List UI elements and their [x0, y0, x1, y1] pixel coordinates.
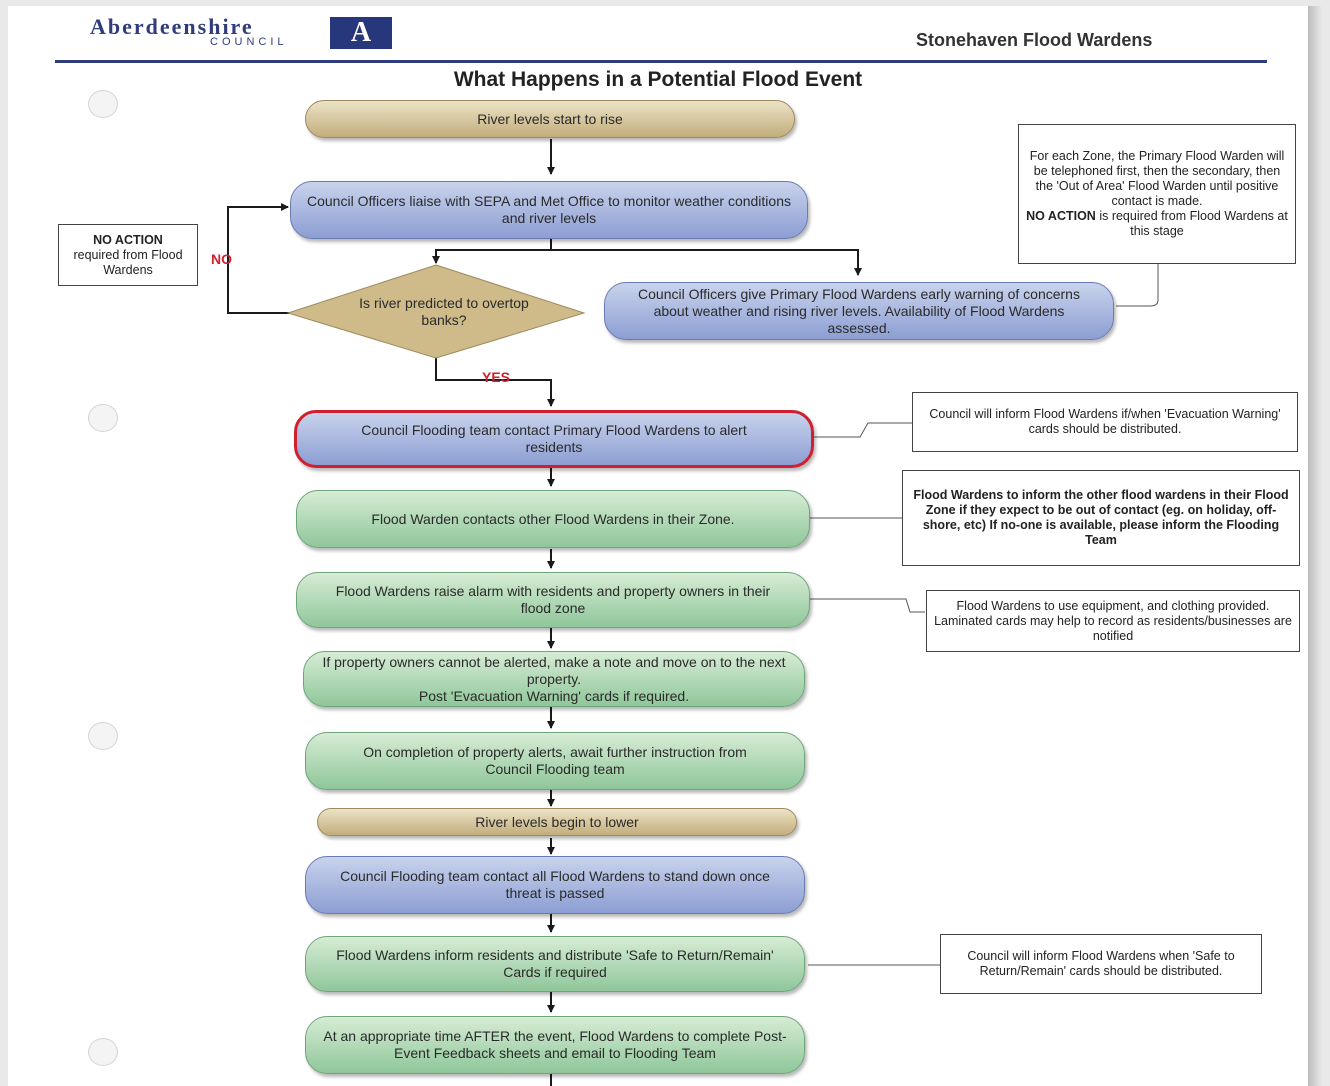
step-river-rise: River levels start to rise: [305, 100, 795, 138]
note-zone-contact-order: For each Zone, the Primary Flood Warden …: [1018, 124, 1296, 264]
document-page: Aberdeenshire COUNCIL A Stonehaven Flood…: [8, 6, 1308, 1086]
arrow-liaise-to-warn: [551, 249, 862, 276]
leader-equipment-note: [808, 598, 925, 613]
arrow-liaise-split: [432, 237, 552, 264]
step-warn-primary: Council Officers give Primary Flood Ward…: [604, 282, 1114, 340]
note-no-action-bold: NO ACTION: [93, 232, 163, 247]
decision-question: Is river predicted to overtop banks?: [359, 295, 529, 328]
header-rule: [55, 60, 1267, 63]
note-evacuation-cards: Council will inform Flood Wardens if/whe…: [912, 392, 1298, 452]
branch-label-no: NO: [211, 251, 232, 267]
binder-hole: [88, 722, 118, 750]
binder-hole: [88, 1038, 118, 1066]
note-zone-no-action-bold: NO ACTION: [1026, 209, 1096, 223]
branch-label-yes: YES: [482, 369, 511, 385]
note-zone-no-action: NO ACTION is required from Flood Wardens…: [1025, 209, 1289, 239]
decision-diamond: [286, 264, 586, 359]
page-edge-shadow: [1308, 6, 1322, 1086]
council-logo-icon: A: [330, 17, 392, 49]
document-header-title: Stonehaven Flood Wardens: [916, 30, 1153, 50]
note-out-of-contact: Flood Wardens to inform the other flood …: [902, 470, 1300, 566]
note-evac-cards-text: Post 'Evacuation Warning' cards if requi…: [418, 687, 690, 704]
step-inform-residents: Flood Wardens inform residents and distr…: [305, 936, 805, 992]
connector-layer: [227, 139, 1159, 1086]
note-equipment: Flood Wardens to use equipment, and clot…: [926, 590, 1300, 652]
step-liaise-sepa: Council Officers liaise with SEPA and Me…: [290, 181, 808, 239]
note-no-action-rest: required from Flood Wardens: [73, 247, 183, 277]
note-no-action: NO ACTION required from Flood Wardens: [58, 224, 198, 286]
step-contact-other-wardens: Flood Warden contacts other Flood Warden…: [296, 490, 810, 548]
step-note-and-move-on: If property owners cannot be alerted, ma…: [303, 651, 805, 707]
page-title: What Happens in a Potential Flood Event: [453, 68, 863, 91]
note-safe-return-cards: Council will inform Flood Wardens when '…: [940, 934, 1262, 994]
step-raise-alarm: Flood Wardens raise alarm with residents…: [296, 572, 810, 628]
step-river-lower: River levels begin to lower: [317, 808, 797, 836]
council-logo-wordmark: Aberdeenshire: [90, 14, 254, 39]
note-move-on-text: If property owners cannot be alerted, ma…: [322, 653, 786, 687]
step-stand-down: Council Flooding team contact all Flood …: [305, 856, 805, 914]
note-zone-contact-text: For each Zone, the Primary Flood Warden …: [1029, 149, 1285, 208]
leader-zone-note: [1116, 264, 1159, 307]
step-post-event-feedback: At an appropriate time AFTER the event, …: [305, 1016, 805, 1074]
arrow-yes-path: [435, 355, 555, 407]
step-await-instruction: On completion of property alerts, await …: [305, 732, 805, 790]
council-logo-subtext: COUNCIL: [210, 36, 288, 48]
step-contact-primary: Council Flooding team contact Primary Fl…: [294, 410, 814, 468]
binder-hole: [88, 404, 118, 432]
leader-evac-note: [810, 422, 912, 438]
arrow-no-loop: [227, 203, 293, 314]
note-zone-no-action-rest: is required from Flood Wardens at this s…: [1099, 209, 1288, 238]
binder-hole: [88, 90, 118, 118]
